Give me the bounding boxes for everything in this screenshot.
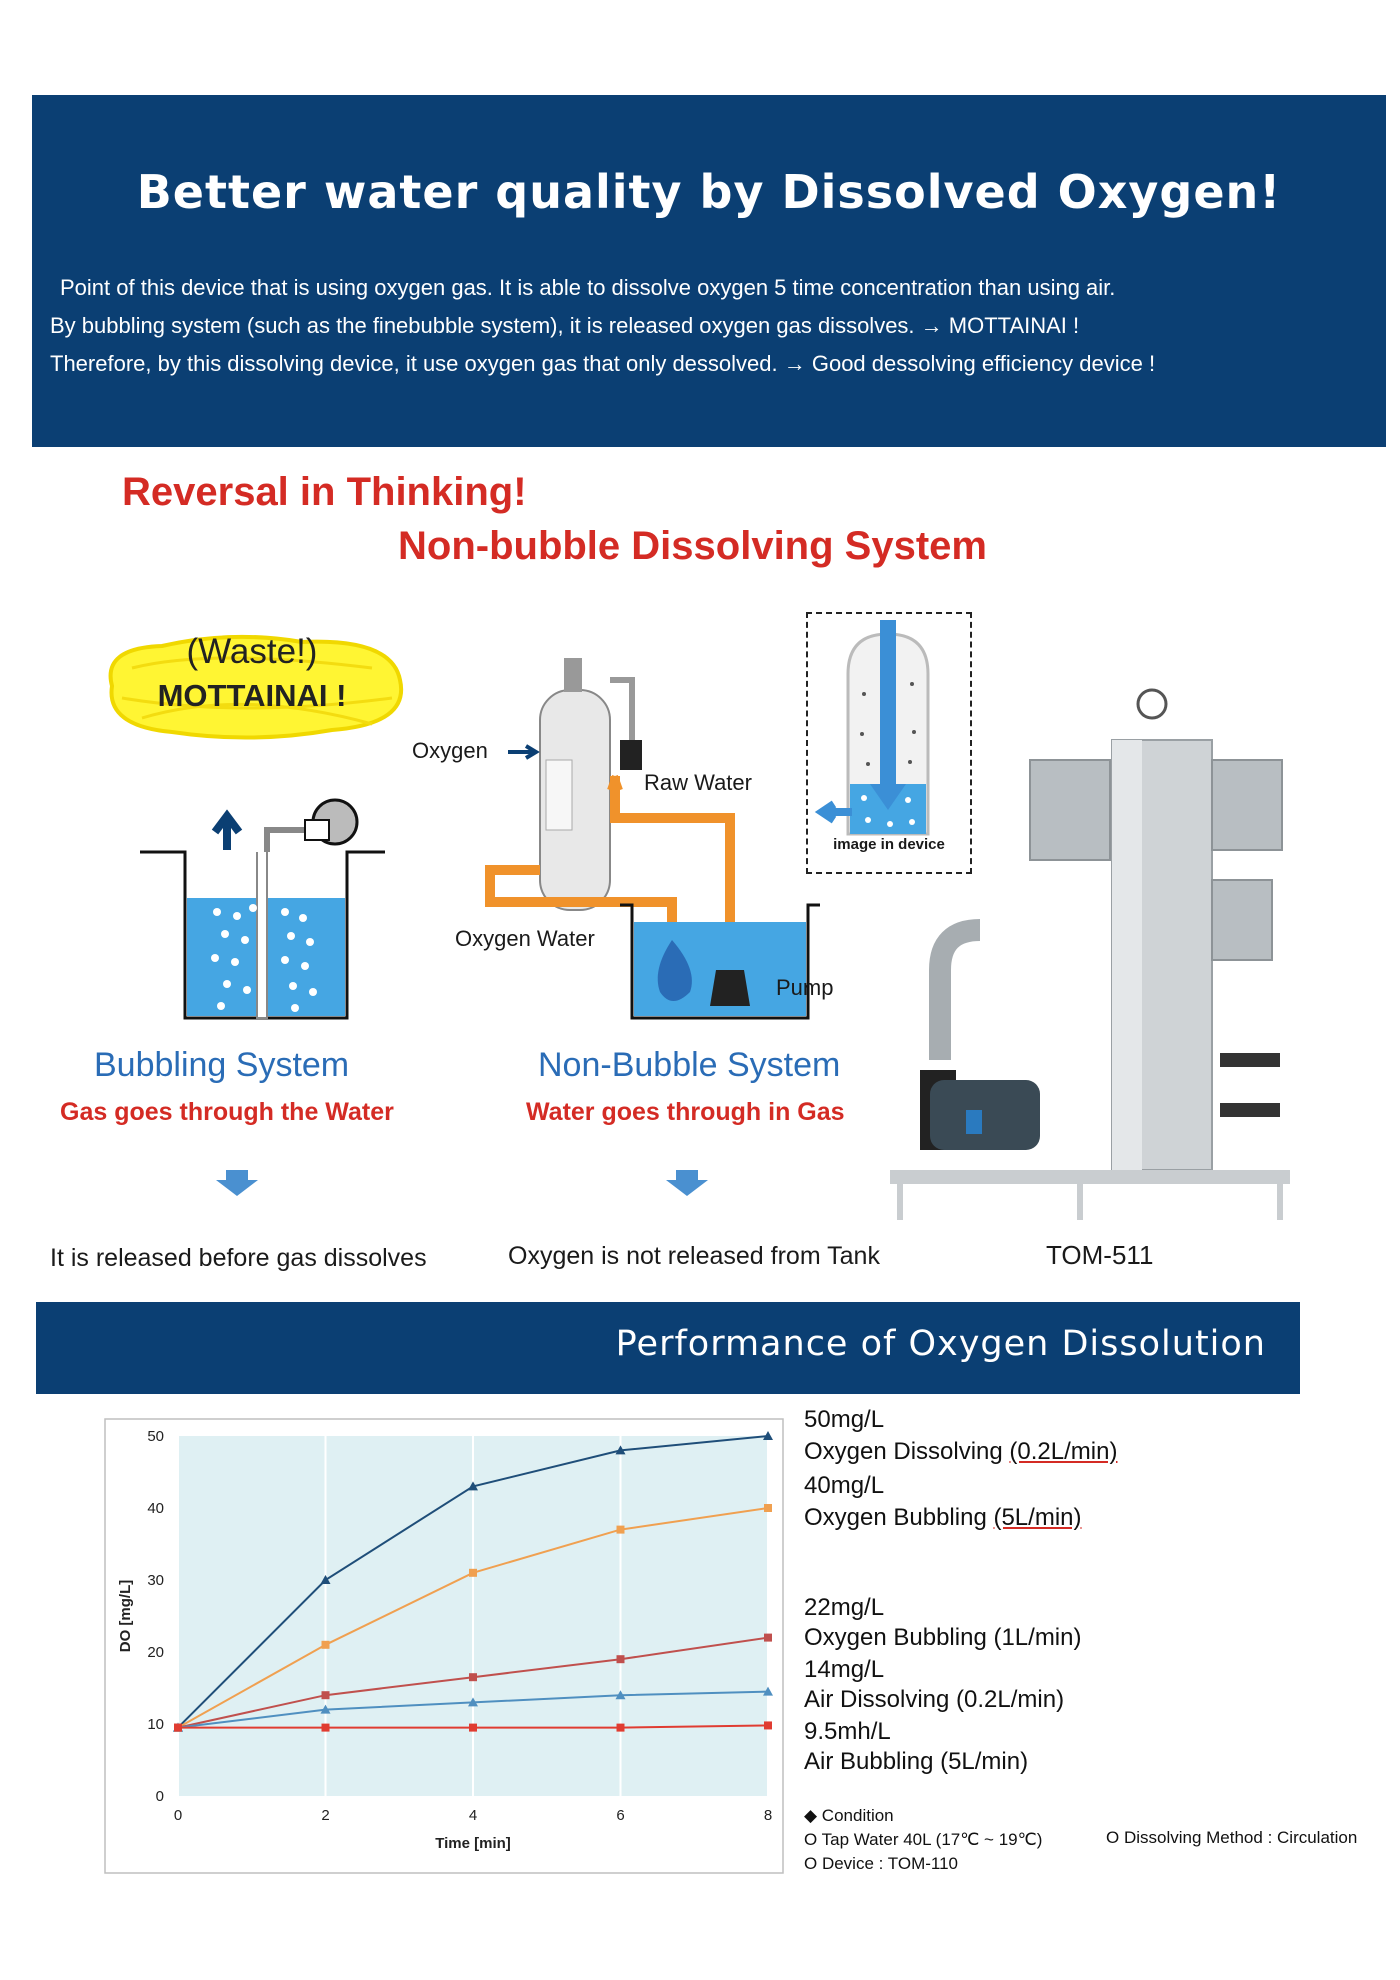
bubbling-tank-diagram — [140, 798, 385, 1020]
y-tick-label: 0 — [156, 1788, 164, 1805]
data-point — [469, 1568, 477, 1577]
legend-unit-2: (5L/min) — [993, 1504, 1082, 1531]
tom-511-product-image — [890, 688, 1290, 1220]
header-banner: Better water quality by Dissolved Oxygen… — [32, 95, 1386, 447]
legend-unit-1: (0.2L/min) — [1009, 1438, 1118, 1465]
performance-banner: Performance of Oxygen Dissolution — [36, 1302, 1300, 1394]
product-name: TOM-511 — [1046, 1240, 1154, 1270]
data-point — [763, 1431, 773, 1440]
device-inset-illustration — [814, 620, 930, 836]
data-point — [616, 1723, 625, 1732]
diagram-label-oxygen-water: Oxygen Water — [455, 926, 595, 951]
data-point — [764, 1721, 772, 1730]
scribble-highlight — [108, 634, 404, 740]
condition-method: O Dissolving Method : Circulation — [1106, 1828, 1358, 1847]
x-tick-label: 4 — [469, 1807, 477, 1824]
down-arrow-icon — [666, 1170, 708, 1196]
data-point — [616, 1655, 625, 1664]
headline-nonbubble: Non-bubble Dissolving System — [398, 524, 987, 568]
data-point — [763, 1686, 773, 1696]
data-point — [615, 1690, 626, 1700]
data-point — [174, 1723, 182, 1732]
y-tick-label: 30 — [147, 1572, 164, 1589]
y-tick-label: 50 — [147, 1428, 164, 1445]
device-inset-caption: image in device — [833, 836, 945, 853]
page-title: Better water quality by Dissolved Oxygen… — [136, 165, 1282, 219]
y-tick-label: 40 — [147, 1500, 164, 1517]
legend-value-1: 50mg/L — [804, 1406, 885, 1433]
data-point — [468, 1697, 478, 1707]
device-inset-box: image in device — [806, 612, 972, 874]
y-axis-label: DO [mg/L] — [117, 1580, 134, 1653]
condition-heading: ◆ Condition — [804, 1806, 894, 1825]
bubbling-system-subtitle: Gas goes through the Water — [60, 1098, 394, 1126]
x-tick-label: 0 — [174, 1807, 182, 1824]
intro-line-2: By bubbling system (such as the finebubb… — [50, 313, 1080, 338]
bubbling-result: It is released before gas dissolves — [50, 1244, 427, 1272]
performance-title: Performance of Oxygen Dissolution — [615, 1324, 1266, 1364]
legend-value-5: 9.5mh/L — [804, 1718, 891, 1745]
x-tick-label: 8 — [764, 1807, 772, 1824]
data-point — [321, 1640, 330, 1649]
data-point — [320, 1575, 331, 1584]
intro-line-1: Point of this device that is using oxyge… — [60, 275, 1116, 300]
waste-label: (Waste!) — [186, 632, 318, 671]
legend-value-4: 14mg/L — [804, 1656, 885, 1683]
data-point — [321, 1723, 330, 1732]
data-point — [468, 1481, 478, 1491]
data-point — [469, 1673, 477, 1682]
intro-line-3: Therefore, by this dissolving device, it… — [50, 351, 1156, 376]
nonbubble-result: Oxygen is not released from Tank — [508, 1242, 880, 1270]
x-axis-label: Time [min] — [435, 1835, 511, 1852]
data-point — [615, 1445, 626, 1455]
x-tick-label: 2 — [321, 1807, 329, 1824]
legend-name-5: Air Bubbling (5L/min) — [804, 1748, 1029, 1775]
diagram-label-oxygen: Oxygen — [412, 738, 488, 763]
legend-value-2: 40mg/L — [804, 1472, 885, 1499]
diagram-label-raw-water: Raw Water — [644, 770, 752, 795]
down-arrow-icon — [216, 1170, 258, 1196]
diagram-label-pump: Pump — [776, 975, 834, 1000]
y-tick-label: 10 — [147, 1716, 164, 1733]
y-tick-label: 20 — [147, 1644, 164, 1661]
legend-name-2: Oxygen Bubbling (5L/min) — [804, 1504, 1082, 1531]
condition-water: O Tap Water 40L (17℃ ~ 19℃) — [804, 1830, 1043, 1849]
legend-name-4: Air Dissolving (0.2L/min) — [804, 1686, 1065, 1713]
x-tick-label: 6 — [616, 1807, 624, 1824]
nonbubble-system-diagram — [485, 658, 820, 1020]
condition-device: O Device : TOM-110 — [804, 1854, 958, 1873]
nonbubble-system-subtitle: Water goes through in Gas — [526, 1098, 845, 1126]
legend-value-3: 22mg/L — [804, 1594, 885, 1621]
data-point — [616, 1525, 625, 1534]
data-point — [469, 1723, 477, 1732]
headline-reversal: Reversal in Thinking! — [122, 470, 527, 514]
data-point — [764, 1504, 772, 1512]
nonbubble-system-title: Non-Bubble System — [538, 1046, 841, 1084]
legend-name-3: Oxygen Bubbling (1L/min) — [804, 1624, 1082, 1651]
data-point — [320, 1704, 331, 1714]
legend-name-1: Oxygen Dissolving (0.2L/min) — [804, 1438, 1118, 1465]
bubbling-system-title: Bubbling System — [94, 1046, 350, 1084]
data-point — [764, 1633, 772, 1642]
mottainai-label: MOTTAINAI ! — [157, 678, 347, 713]
data-point — [321, 1691, 330, 1700]
